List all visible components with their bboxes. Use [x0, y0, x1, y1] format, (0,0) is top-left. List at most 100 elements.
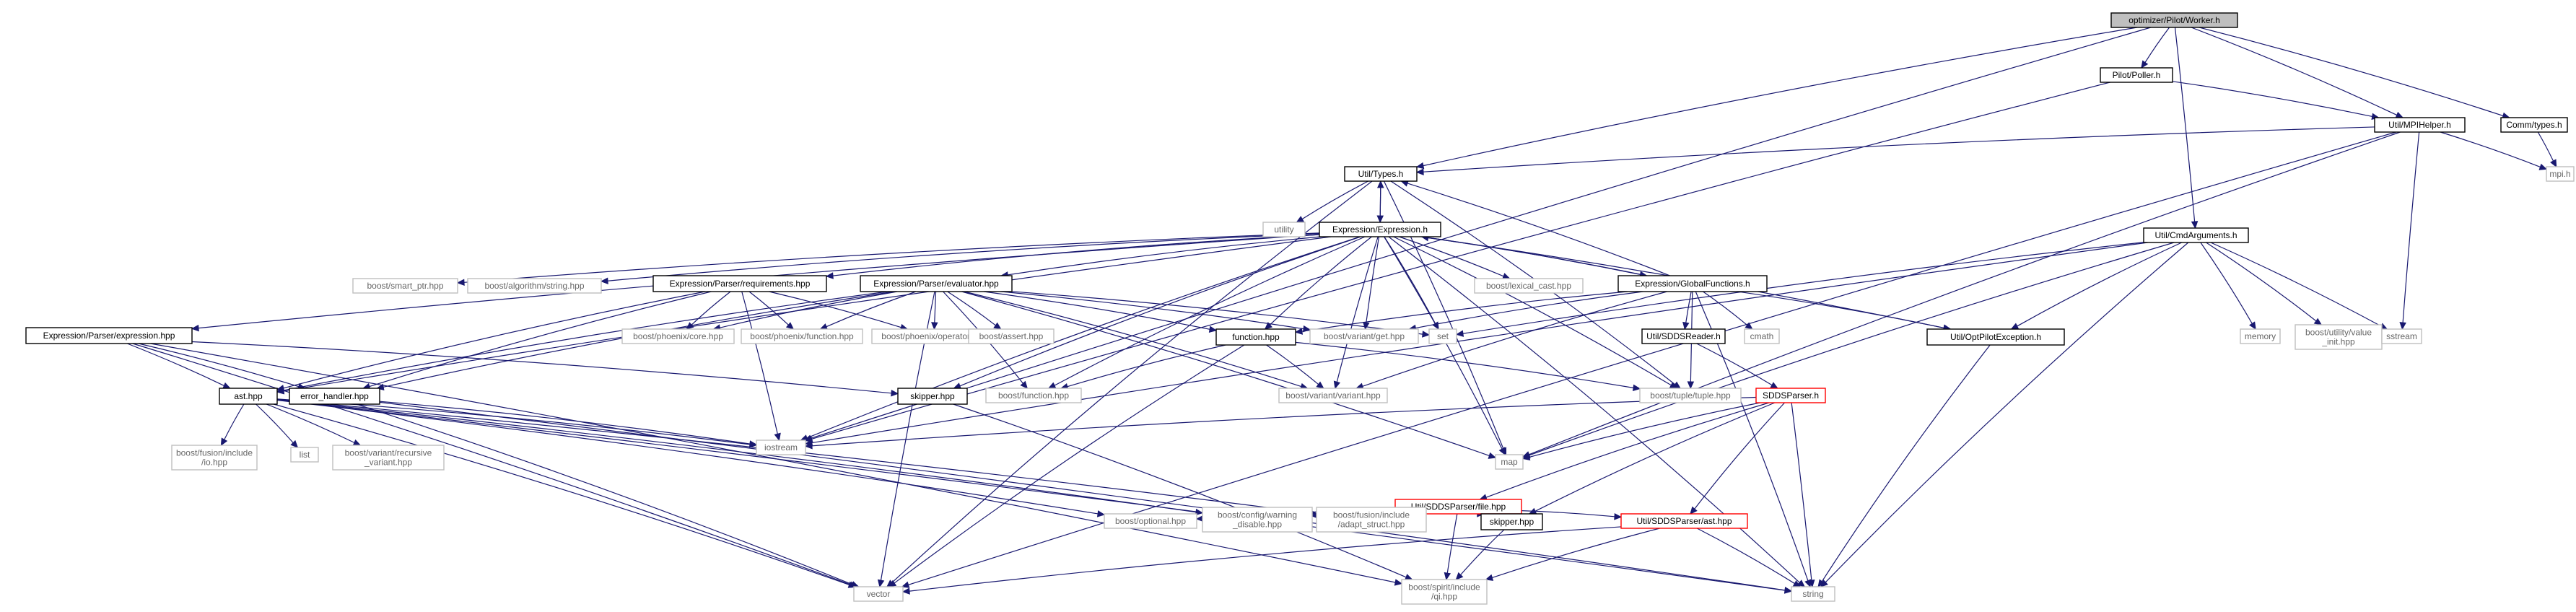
node-label: boost/fusion/include [1333, 510, 1410, 520]
edge-arrowhead [993, 322, 1002, 330]
node-box [2240, 328, 2281, 344]
node-errorhandler[interactable]: error_handler.hpp [289, 388, 380, 405]
node-optpilotexc[interactable]: Util/OptPilotException.h [1926, 328, 2065, 346]
edge-evaluator-to-map [961, 291, 1497, 459]
edge-arrowhead [352, 439, 362, 446]
node-commtypes[interactable]: Comm/types.h [2500, 117, 2568, 133]
edge-sddsfile-to-qi [1444, 513, 1458, 581]
node-box [1926, 328, 2065, 346]
edge-sddsast-to-vector [901, 526, 1622, 595]
edge-utiltypes-to-utility [1296, 180, 1368, 223]
node-sddsparser[interactable]: SDDSParser.h [1755, 388, 1826, 403]
node-box [1316, 507, 1427, 533]
node-qi: boost/spirit/include/qi.hpp [1401, 579, 1488, 605]
edge-arrowhead [2010, 323, 2020, 330]
edge-line [1388, 236, 1800, 583]
edge-line [769, 291, 901, 328]
edge-arrowhead [1296, 216, 1305, 223]
edge-evaluator-to-functionhpp [983, 291, 1218, 333]
node-cmdargs[interactable]: Util/CmdArguments.h [2143, 227, 2249, 243]
edge-line [909, 526, 1622, 592]
node-label: utility [1274, 224, 1293, 235]
edge-line [811, 396, 1757, 447]
node-sddsreader[interactable]: Util/SDDSReader.h [1641, 328, 1726, 344]
node-poller[interactable]: Pilot/Poller.h [2100, 67, 2173, 83]
node-functionhpp[interactable]: function.hpp [1215, 328, 1296, 346]
node-box [2295, 324, 2383, 350]
edge-arrowhead [1682, 321, 1690, 331]
node-label: map [1501, 457, 1518, 467]
node-asthpp[interactable]: ast.hpp [219, 388, 278, 405]
edge-arrowhead [1415, 168, 1424, 175]
edge-asthpp-to-fusionio [220, 403, 245, 447]
edge-functionhpp-to-variantvariant [1266, 344, 1324, 389]
node-adaptstruct: boost/fusion/include/adapt_struct.hpp [1316, 507, 1427, 533]
node-label: Util/SDDSParser/file.hpp [1411, 502, 1506, 512]
edge-arrowhead [456, 279, 465, 287]
edge-worker-to-commtypes [2199, 27, 2510, 119]
edge-sddsparser-to-iostream [804, 396, 1757, 450]
edge-expression-to-requirements [825, 234, 1320, 279]
node-requirements[interactable]: Expression/Parser/requirements.hpp [652, 275, 827, 292]
node-lexicalcast: boost/lexical_cast.hpp [1474, 278, 1584, 294]
node-vector: vector [853, 586, 904, 602]
edge-line [1383, 180, 1504, 450]
edge-globalfunc-to-cmath [1703, 291, 1753, 330]
edge-arrowhead [1294, 328, 1304, 335]
node-label: Expression/Parser/evaluator.hpp [873, 279, 999, 289]
edge-errorhandler-to-iostream [379, 401, 758, 447]
edge-line [1696, 528, 1795, 585]
node-parserexpr[interactable]: Expression/Parser/expression.hpp [25, 327, 193, 344]
edge-line [1521, 510, 1615, 517]
edge-requirements-to-iostream [741, 291, 781, 442]
edge-line [2174, 27, 2196, 222]
node-boostfunction: boost/function.hpp [985, 388, 1082, 403]
node-box [2546, 166, 2575, 182]
edge-cmdargs-to-optpilotexc [2010, 242, 2183, 330]
edge-arrowhead [825, 272, 834, 279]
edge-requirements-to-phoenixcore [686, 291, 731, 330]
node-label: boost/phoenix/operator.hpp [881, 331, 987, 341]
node-box [289, 388, 380, 405]
node-skipper1[interactable]: skipper.hpp [897, 388, 968, 405]
node-label: boost/config/warning [1218, 510, 1297, 520]
node-valueinit: boost/utility/value_init.hpp [2295, 324, 2383, 350]
edge-line [1362, 291, 1667, 387]
node-worker[interactable]: optimizer/Pilot/Worker.h [2110, 12, 2238, 28]
edge-asthpp-to-optional [276, 399, 1106, 517]
node-sddsfile[interactable]: Util/SDDSParser/file.hpp [1394, 499, 1522, 515]
node-globalfunc[interactable]: Expression/GlobalFunctions.h [1617, 275, 1768, 292]
node-sddsast[interactable]: Util/SDDSParser/ast.hpp [1620, 513, 1748, 529]
edge-line [2017, 242, 2183, 327]
edge-arrowhead [1208, 325, 1218, 333]
edge-evaluator-to-phoenixop [931, 291, 938, 331]
edge-line [2210, 242, 2382, 327]
node-sstream: sstream [2381, 328, 2422, 344]
edge-worker-to-utiltypes [1415, 27, 2137, 170]
edge-line [1399, 236, 1504, 277]
node-expression[interactable]: Expression/Expression.h [1319, 222, 1441, 237]
node-box [1262, 222, 1306, 237]
node-set: set [1428, 328, 1457, 344]
edge-line [1000, 291, 1304, 330]
node-label: boost/utility/value [2305, 328, 2372, 338]
edge-arrowhead [1096, 510, 1106, 517]
node-box [1474, 278, 1584, 294]
edge-sddsparser-to-sddsfile [1479, 402, 1770, 501]
node-label: boost/smart_ptr.hpp [367, 281, 443, 291]
node-evaluator[interactable]: Expression/Parser/evaluator.hpp [860, 275, 1013, 292]
edge-line [283, 291, 888, 391]
edge-commtypes-to-mpi [2537, 131, 2557, 168]
edge-line [811, 82, 2110, 440]
edge-errorhandler-to-string [379, 401, 1793, 594]
node-box [621, 328, 735, 344]
edge-line [2200, 242, 2253, 324]
node-skipper2[interactable]: skipper.hpp [1480, 513, 1543, 530]
edge-line [276, 399, 1786, 591]
node-mpihelper[interactable]: Util/MPIHelper.h [2374, 117, 2466, 133]
node-utiltypes[interactable]: Util/Types.h [1344, 166, 1418, 182]
node-cmath: cmath [1744, 328, 1780, 344]
edge-line [1423, 126, 2375, 172]
edge-sddsparser-to-skipper2 [1528, 402, 1776, 515]
edge-line [1737, 291, 1944, 329]
